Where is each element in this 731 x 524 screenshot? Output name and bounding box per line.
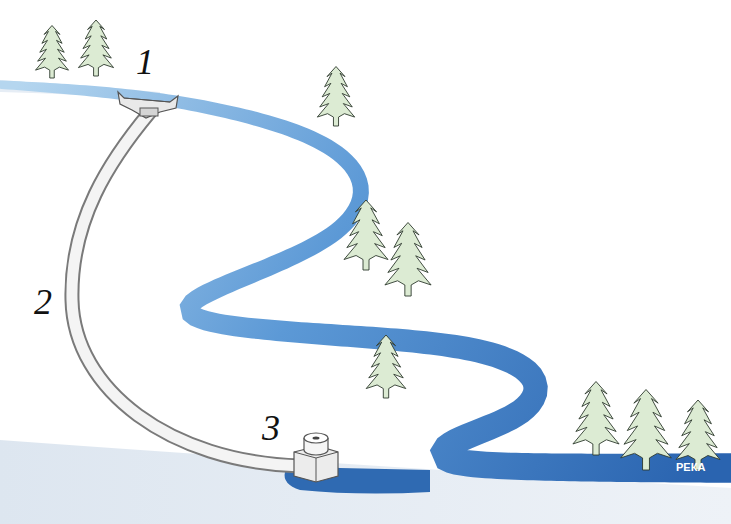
- callout-number: 2: [34, 284, 52, 320]
- snow-ground: [0, 440, 731, 524]
- generator-shaft: [313, 436, 320, 439]
- fir-tree: [366, 335, 406, 398]
- fir-tree: [621, 390, 672, 471]
- river-centerline: [0, 84, 731, 468]
- fir-tree: [385, 223, 431, 297]
- intake-outlet: [140, 108, 158, 116]
- fir-tree: [36, 26, 69, 79]
- water-intake: [118, 92, 178, 118]
- fir-tree: [344, 200, 388, 270]
- intake-structure: [118, 92, 178, 118]
- fir-tree: [78, 20, 113, 76]
- penstock-outline: [72, 112, 300, 466]
- turbine-house: [294, 433, 338, 482]
- penstock-pipe: [72, 112, 300, 466]
- turbine-housing-edges: [294, 452, 338, 482]
- fir-tree: [317, 67, 354, 127]
- callout-number: 1: [136, 44, 154, 80]
- river: [0, 80, 731, 483]
- tree-layer: [36, 20, 721, 470]
- river-name: РЕКА: [676, 462, 705, 473]
- fir-tree: [573, 382, 619, 456]
- intake-edge: [124, 98, 170, 102]
- fir-tree: [676, 400, 720, 470]
- river-layer: [0, 80, 731, 483]
- callout-number: 3: [262, 410, 280, 446]
- generator-top: [304, 433, 328, 443]
